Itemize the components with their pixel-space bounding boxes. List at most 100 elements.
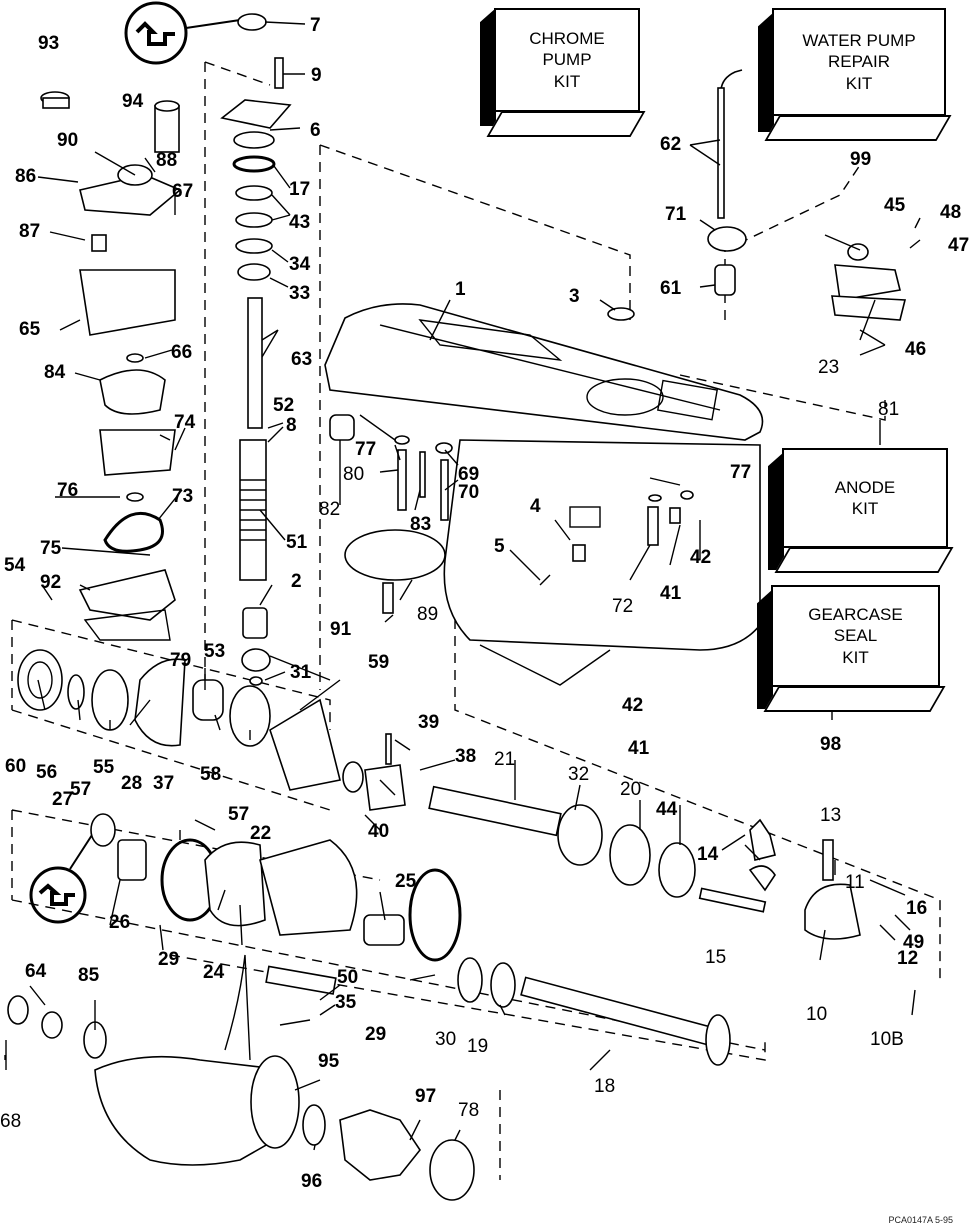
callout-58: 58 — [200, 764, 222, 785]
kit-label: ANODE KIT — [782, 448, 948, 548]
callout-44: 44 — [656, 799, 678, 820]
callout-42b: 42 — [622, 695, 644, 716]
callout-30: 30 — [435, 1029, 457, 1050]
callout-86: 86 — [15, 166, 37, 187]
callout-7: 7 — [310, 15, 321, 36]
callout-79: 79 — [170, 650, 192, 671]
callout-14: 14 — [697, 844, 719, 865]
callout-89: 89 — [417, 604, 439, 625]
callout-8: 8 — [286, 415, 297, 436]
callout-33: 33 — [289, 283, 311, 304]
kit-label: GEARCASE SEAL KIT — [771, 585, 940, 687]
kit-label-line: GEARCASE — [808, 605, 903, 625]
callout-67: 67 — [172, 181, 194, 202]
callout-19: 19 — [467, 1036, 489, 1057]
callout-11: 11 — [845, 872, 865, 893]
kit-label-line: PUMP — [542, 50, 592, 70]
kit-box-gearcase-seal[interactable]: GEARCASE SEAL KIT — [757, 585, 946, 715]
callout-70: 70 — [458, 482, 480, 503]
callout-99: 99 — [850, 149, 872, 170]
callout-41: 41 — [660, 583, 682, 604]
callout-9: 9 — [311, 65, 322, 86]
callout-4: 4 — [530, 496, 541, 517]
callout-77: 77 — [355, 439, 377, 460]
shift-rod — [607, 69, 907, 321]
callout-5: 5 — [494, 536, 505, 557]
callout-61: 61 — [660, 278, 682, 299]
callout-2: 2 — [291, 571, 302, 592]
callout-54: 54 — [4, 555, 26, 576]
callout-60: 60 — [5, 756, 27, 777]
sealant-icon — [124, 1, 241, 65]
kit-box-chrome-pump[interactable]: CHROME PUMP KIT — [480, 8, 646, 137]
callout-50: 50 — [337, 967, 359, 988]
callout-28: 28 — [121, 773, 143, 794]
callout-90: 90 — [57, 130, 79, 151]
callout-66: 66 — [171, 342, 193, 363]
kit-label-line: ANODE — [834, 477, 896, 497]
callout-87: 87 — [19, 221, 41, 242]
callout-24: 24 — [203, 962, 225, 983]
callout-76: 76 — [57, 480, 79, 501]
callout-23: 23 — [818, 357, 840, 378]
callout-31: 31 — [290, 662, 312, 683]
callout-17: 17 — [289, 179, 311, 200]
callout-10: 10 — [806, 1004, 828, 1025]
callout-38: 38 — [455, 746, 477, 767]
callout-81: 81 — [878, 399, 900, 420]
callout-21: 21 — [494, 749, 516, 770]
callout-42: 42 — [690, 547, 712, 568]
driveshaft — [239, 297, 267, 581]
callout-63: 63 — [291, 349, 313, 370]
callout-73: 73 — [172, 486, 194, 507]
kit-label-line: KIT — [842, 647, 869, 667]
callout-69: 69 — [458, 464, 480, 485]
callout-18: 18 — [594, 1076, 616, 1097]
callout-74: 74 — [174, 412, 196, 433]
callout-72: 72 — [612, 596, 634, 617]
kit-label-line: CHROME — [529, 29, 605, 49]
callout-41b: 41 — [628, 738, 650, 759]
upper-seal-parts — [220, 13, 292, 686]
kit-label-line: KIT — [851, 499, 879, 518]
callout-71: 71 — [665, 204, 687, 225]
propeller-assembly — [5, 954, 475, 1201]
callout-98: 98 — [820, 734, 842, 755]
callout-10b: 10B — [870, 1029, 904, 1050]
kit-box-water-pump-repair[interactable]: WATER PUMP REPAIR KIT — [758, 8, 952, 141]
callout-64: 64 — [25, 961, 47, 982]
callout-57: 57 — [70, 779, 92, 800]
callout-39: 39 — [418, 712, 440, 733]
kit-label-line: REPAIR — [827, 52, 891, 72]
sealant-icon — [29, 834, 93, 924]
callout-78: 78 — [458, 1100, 480, 1121]
kit-label-line: WATER PUMP — [802, 31, 916, 51]
callout-6: 6 — [310, 120, 321, 141]
callout-25: 25 — [395, 871, 417, 892]
callout-12: 12 — [897, 948, 919, 969]
callout-62: 62 — [660, 134, 682, 155]
callout-22: 22 — [250, 823, 272, 844]
callout-65: 65 — [19, 319, 41, 340]
gearcase-housing — [324, 303, 764, 686]
callout-68: 68 — [0, 1111, 22, 1132]
callout-55: 55 — [93, 757, 115, 778]
housing-hardware — [329, 414, 694, 614]
kit-box-anode[interactable]: ANODE KIT — [768, 448, 954, 576]
callout-56: 56 — [36, 762, 58, 783]
callout-20: 20 — [620, 779, 642, 800]
water-pump-parts — [40, 91, 182, 641]
callout-43: 43 — [289, 212, 311, 233]
callout-32: 32 — [568, 764, 590, 785]
callout-46: 46 — [905, 339, 927, 360]
kit-label-line: KIT — [845, 73, 873, 93]
callout-83: 83 — [410, 514, 432, 535]
callout-49: 49 — [903, 932, 925, 953]
callout-59: 59 — [368, 652, 390, 673]
callout-29: 29 — [158, 949, 180, 970]
callout-88: 88 — [156, 150, 178, 171]
callout-84: 84 — [44, 362, 66, 383]
callout-93: 93 — [38, 33, 60, 54]
callout-57b: 57 — [228, 804, 250, 825]
